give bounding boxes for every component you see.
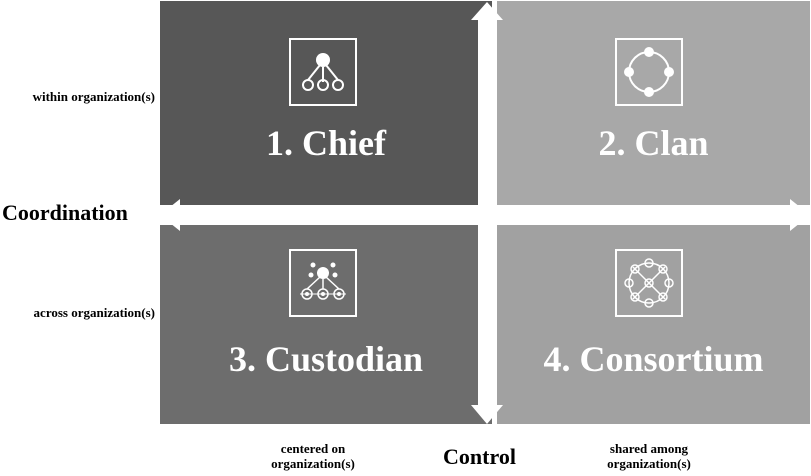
custodian-title: 3. Custodian [228,339,424,379]
consortium-icon [615,249,683,317]
coordination-axis-title: Coordination [2,200,128,225]
column-label-shared: shared among organization(s) [607,441,691,471]
loosening-label: Loosenig [738,207,783,221]
tightening-label: Tightening [179,207,232,221]
clan-icon [615,38,683,106]
row-label-across: across organization(s) [33,305,155,320]
connecting-label: Connecting [478,342,493,399]
quadrant-consortium [497,225,810,424]
chief-icon [289,38,357,106]
isolating-label: Isolating [478,38,493,81]
quadrant-clan [497,1,810,205]
quadrant-chief [160,1,492,205]
row-label-within: within organization(s) [32,89,155,104]
column-label-centered: centered on organization(s) [271,441,355,471]
vertical-axis-arrow [471,2,503,424]
custodian-icon [289,249,357,317]
quadrant-custodian [160,225,492,424]
clan-title: 2. Clan [598,123,709,163]
control-axis-title: Control [443,444,516,469]
consortium-title: 4. Consortium [543,339,764,379]
chief-title: 1. Chief [266,123,386,163]
